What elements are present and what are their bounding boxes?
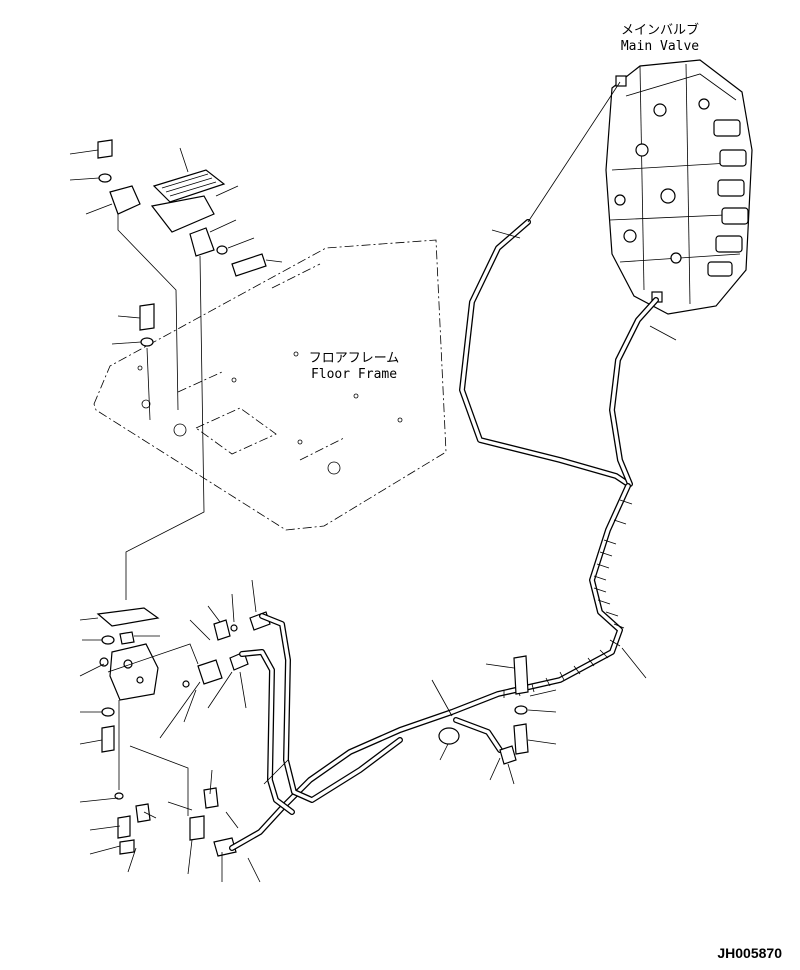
pedal-assembly bbox=[97, 139, 267, 347]
lower-hose-end bbox=[213, 837, 237, 857]
pedal-long-bolt bbox=[231, 253, 267, 277]
gasket-plate bbox=[96, 607, 160, 627]
pedal-pad bbox=[152, 169, 226, 203]
frame-washer bbox=[140, 337, 154, 347]
main-valve-label-jp: メインバルブ bbox=[621, 22, 699, 38]
pedal-arm bbox=[150, 195, 215, 233]
cluster-washer-1 bbox=[101, 635, 115, 645]
elbow-fitting-1 bbox=[213, 619, 231, 641]
pedal-bracket bbox=[109, 185, 141, 215]
spacer-bolt bbox=[513, 723, 529, 755]
floor-frame bbox=[93, 239, 447, 531]
spiral-guard bbox=[503, 499, 633, 698]
pedal-block bbox=[189, 227, 215, 257]
floor-frame-label-jp: フロアフレーム bbox=[309, 351, 400, 366]
cluster-bolt bbox=[101, 725, 115, 753]
lower-fitting-2 bbox=[189, 815, 205, 841]
pedal-leader-lines bbox=[69, 147, 283, 600]
elbow-fitting-2 bbox=[197, 659, 223, 685]
floor-frame-label-en: Floor Frame bbox=[311, 367, 397, 382]
clamp-fitting bbox=[499, 745, 517, 765]
ppc-valve-body bbox=[109, 643, 159, 701]
lower-fitting-5 bbox=[119, 839, 135, 855]
main-valve bbox=[605, 59, 753, 315]
hose-clamp bbox=[438, 727, 460, 745]
spacer bbox=[513, 655, 529, 695]
main-valve-label-en: Main Valve bbox=[621, 39, 699, 54]
valve-spools bbox=[614, 98, 749, 277]
hose-leader-lines bbox=[263, 81, 677, 785]
valve-port-fitting bbox=[615, 75, 627, 87]
ppc-valve-cluster bbox=[96, 607, 271, 857]
hose-routing bbox=[229, 219, 659, 851]
pedal-washer bbox=[98, 173, 112, 183]
spacer-washer bbox=[514, 705, 528, 715]
cluster-washer-2 bbox=[101, 707, 115, 717]
cluster-nut bbox=[119, 631, 135, 645]
frame-bolt bbox=[139, 303, 155, 331]
pedal-small-washer bbox=[216, 245, 228, 255]
lower-fitting-4 bbox=[117, 815, 131, 839]
lower-fitting-3 bbox=[135, 803, 151, 823]
cluster-leader-lines bbox=[79, 579, 261, 883]
lower-fitting-1 bbox=[203, 787, 219, 809]
drawing-code: JH005870 bbox=[717, 945, 782, 961]
pedal-bolt bbox=[97, 139, 113, 159]
